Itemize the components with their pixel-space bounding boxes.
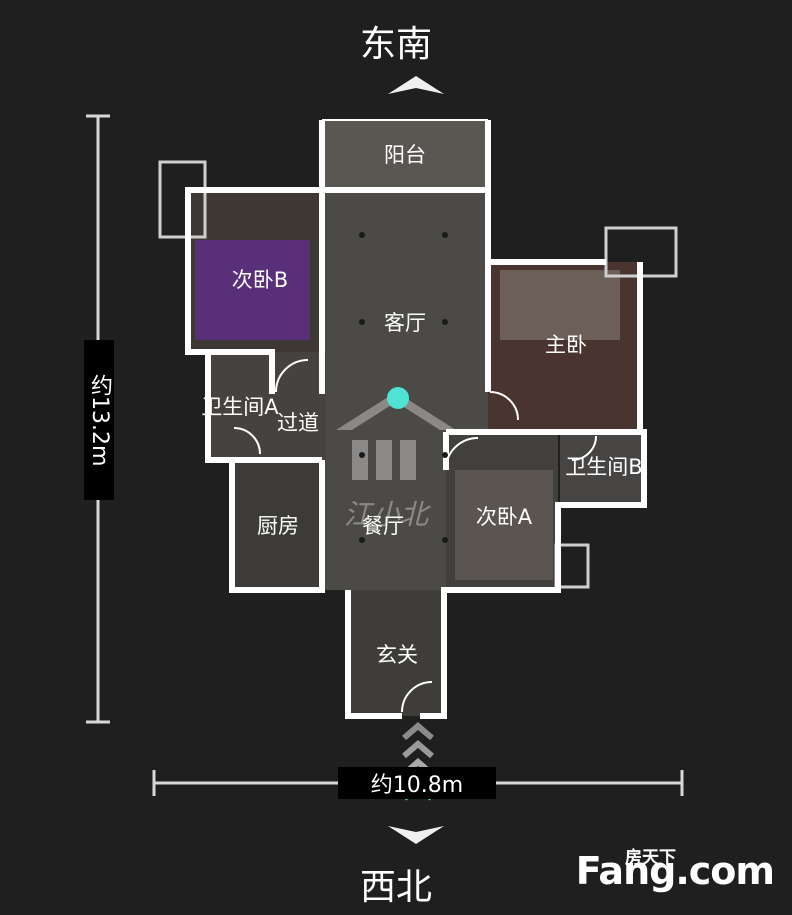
room-label-master-bedroom[interactable]: 主卧: [545, 333, 587, 357]
direction-top-label: 东南: [359, 24, 432, 65]
direction-bottom-label: 西北: [359, 867, 432, 908]
walls: [185, 119, 647, 719]
watermark-house-icon: [336, 392, 456, 480]
marker-dots: [359, 232, 448, 543]
up-arrow-icon[interactable]: [388, 76, 444, 94]
room-floors: [158, 120, 678, 716]
room-label-balcony[interactable]: 阳台: [384, 143, 426, 167]
room-label-bedroom-b[interactable]: 次卧B: [232, 268, 288, 292]
fang-logo: 房天下 Fang.com: [575, 848, 775, 893]
room-label-kitchen[interactable]: 厨房: [257, 514, 299, 538]
down-arrow-icon[interactable]: [388, 826, 444, 844]
door-swings: [233, 359, 597, 713]
logo-cn-text: 房天下: [625, 848, 676, 868]
vertical-dimension-label: 约13.2m: [84, 340, 114, 500]
room-label-corridor[interactable]: 过道: [277, 411, 319, 435]
room-label-bathroom-b[interactable]: 卫生间B: [565, 455, 642, 479]
watermark-text: 江小北: [344, 498, 431, 531]
horizontal-dimension-label: 约10.8m: [338, 767, 496, 799]
logo-en-text: Fang.com: [575, 849, 775, 893]
room-label-living-room[interactable]: 客厅: [384, 311, 426, 335]
room-label-bedroom-a[interactable]: 次卧A: [476, 505, 533, 529]
room-label-dining-room[interactable]: 餐厅: [362, 514, 404, 538]
room-label-entrance[interactable]: 玄关: [376, 643, 418, 667]
room-label-bathroom-a[interactable]: 卫生间A: [201, 395, 279, 419]
position-marker-icon[interactable]: [387, 387, 409, 409]
